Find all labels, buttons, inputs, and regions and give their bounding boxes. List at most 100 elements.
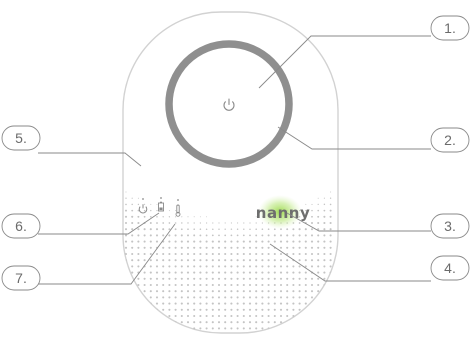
speaker-dot [205, 228, 208, 230]
speaker-dot [323, 290, 326, 293]
callout-line-2 [277, 126, 431, 150]
speaker-dot [124, 290, 128, 293]
speaker-dot [205, 308, 208, 311]
speaker-dot [286, 283, 289, 287]
speaker-dot [255, 327, 258, 330]
speaker-dot [255, 271, 258, 274]
speaker-dot [279, 296, 283, 299]
speaker-dot [199, 222, 202, 224]
speaker-dot [181, 222, 183, 224]
speaker-dot [230, 308, 233, 311]
speaker-dot [162, 296, 165, 299]
speaker-dot [211, 302, 214, 305]
speaker-dot [144, 203, 146, 205]
speaker-dot [267, 240, 270, 243]
speaker-dot [267, 314, 270, 318]
speaker-dot [205, 290, 208, 293]
speaker-dot [168, 265, 171, 268]
speaker-dot [199, 228, 202, 230]
speaker-dot [292, 277, 295, 280]
speaker-dot [310, 259, 314, 262]
speaker-dot [298, 290, 301, 293]
speaker-dot [248, 290, 252, 293]
speaker-dot [255, 234, 258, 237]
speaker-dot [193, 271, 196, 274]
speaker-dot [310, 277, 314, 280]
speaker-dot [249, 222, 251, 224]
speaker-dot [261, 222, 264, 224]
speaker-dot [224, 296, 227, 299]
speaker-dot [236, 246, 239, 249]
speaker-dot [180, 290, 183, 293]
speaker-dot [193, 234, 196, 237]
speaker-dot [323, 321, 326, 324]
speaker-dot [186, 314, 190, 318]
speaker-dot [168, 240, 171, 243]
speaker-dot [279, 290, 283, 293]
speaker-dot [236, 302, 239, 305]
speaker-dot [273, 283, 276, 287]
speaker-dot [212, 228, 214, 230]
speaker-dot [205, 234, 208, 237]
speaker-dot [298, 259, 301, 262]
speaker-dot [211, 283, 214, 287]
callout-line-4 [269, 243, 431, 282]
speaker-dot [273, 265, 276, 268]
speaker-dot [155, 271, 159, 274]
speaker-dot [174, 222, 177, 224]
speaker-dot [137, 321, 140, 324]
speaker-dot [186, 246, 190, 249]
speaker-dot [286, 296, 289, 299]
speaker-dot [149, 228, 152, 231]
speaker-dot [248, 283, 252, 287]
speaker-dot [317, 215, 320, 218]
speaker-dot [273, 240, 276, 243]
speaker-dot [298, 252, 301, 256]
speaker-dot [255, 283, 258, 287]
speaker-dot [174, 252, 177, 256]
speaker-dot [224, 314, 227, 318]
speaker-dot [292, 234, 295, 237]
speaker-dot [249, 228, 251, 230]
speaker-dot [193, 321, 196, 324]
speaker-dot [304, 302, 307, 305]
battery-icon [158, 197, 164, 212]
speaker-dot [329, 277, 332, 280]
speaker-dot [206, 216, 208, 218]
speaker-dot [211, 327, 214, 330]
speaker-dot [248, 277, 252, 280]
speaker-dot [156, 209, 158, 212]
speaker-dot [124, 327, 128, 330]
speaker-dot [236, 259, 239, 262]
speaker-dot [186, 290, 190, 293]
speaker-dot [168, 228, 171, 231]
speaker-dot [298, 265, 301, 268]
speaker-dot [174, 216, 177, 218]
speaker-dot [199, 283, 202, 287]
callout-label-3: 3. [444, 218, 456, 234]
speaker-dot [317, 209, 320, 212]
speaker-dot [317, 308, 320, 311]
speaker-dot [267, 234, 270, 237]
speaker-dot [236, 283, 239, 287]
speaker-dot [329, 265, 332, 268]
speaker-dot [168, 327, 171, 330]
speaker-dot [168, 271, 171, 274]
speaker-dot [230, 240, 233, 243]
speaker-dot [156, 216, 158, 218]
speaker-dot [310, 234, 314, 237]
speaker-dot [298, 271, 301, 274]
speaker-dot [261, 321, 264, 324]
callout-line-6 [38, 212, 160, 235]
callout-label-7: 7. [15, 270, 27, 286]
speaker-dot [124, 314, 128, 318]
speaker-dot [286, 228, 289, 231]
speaker-dot [150, 203, 152, 205]
speaker-dot [310, 314, 314, 318]
speaker-dot [199, 302, 202, 305]
brand-logo: nanny [256, 204, 310, 222]
speaker-dot [261, 234, 264, 237]
speaker-dot [180, 228, 183, 231]
speaker-dot [273, 308, 276, 311]
speaker-dot [137, 277, 140, 280]
